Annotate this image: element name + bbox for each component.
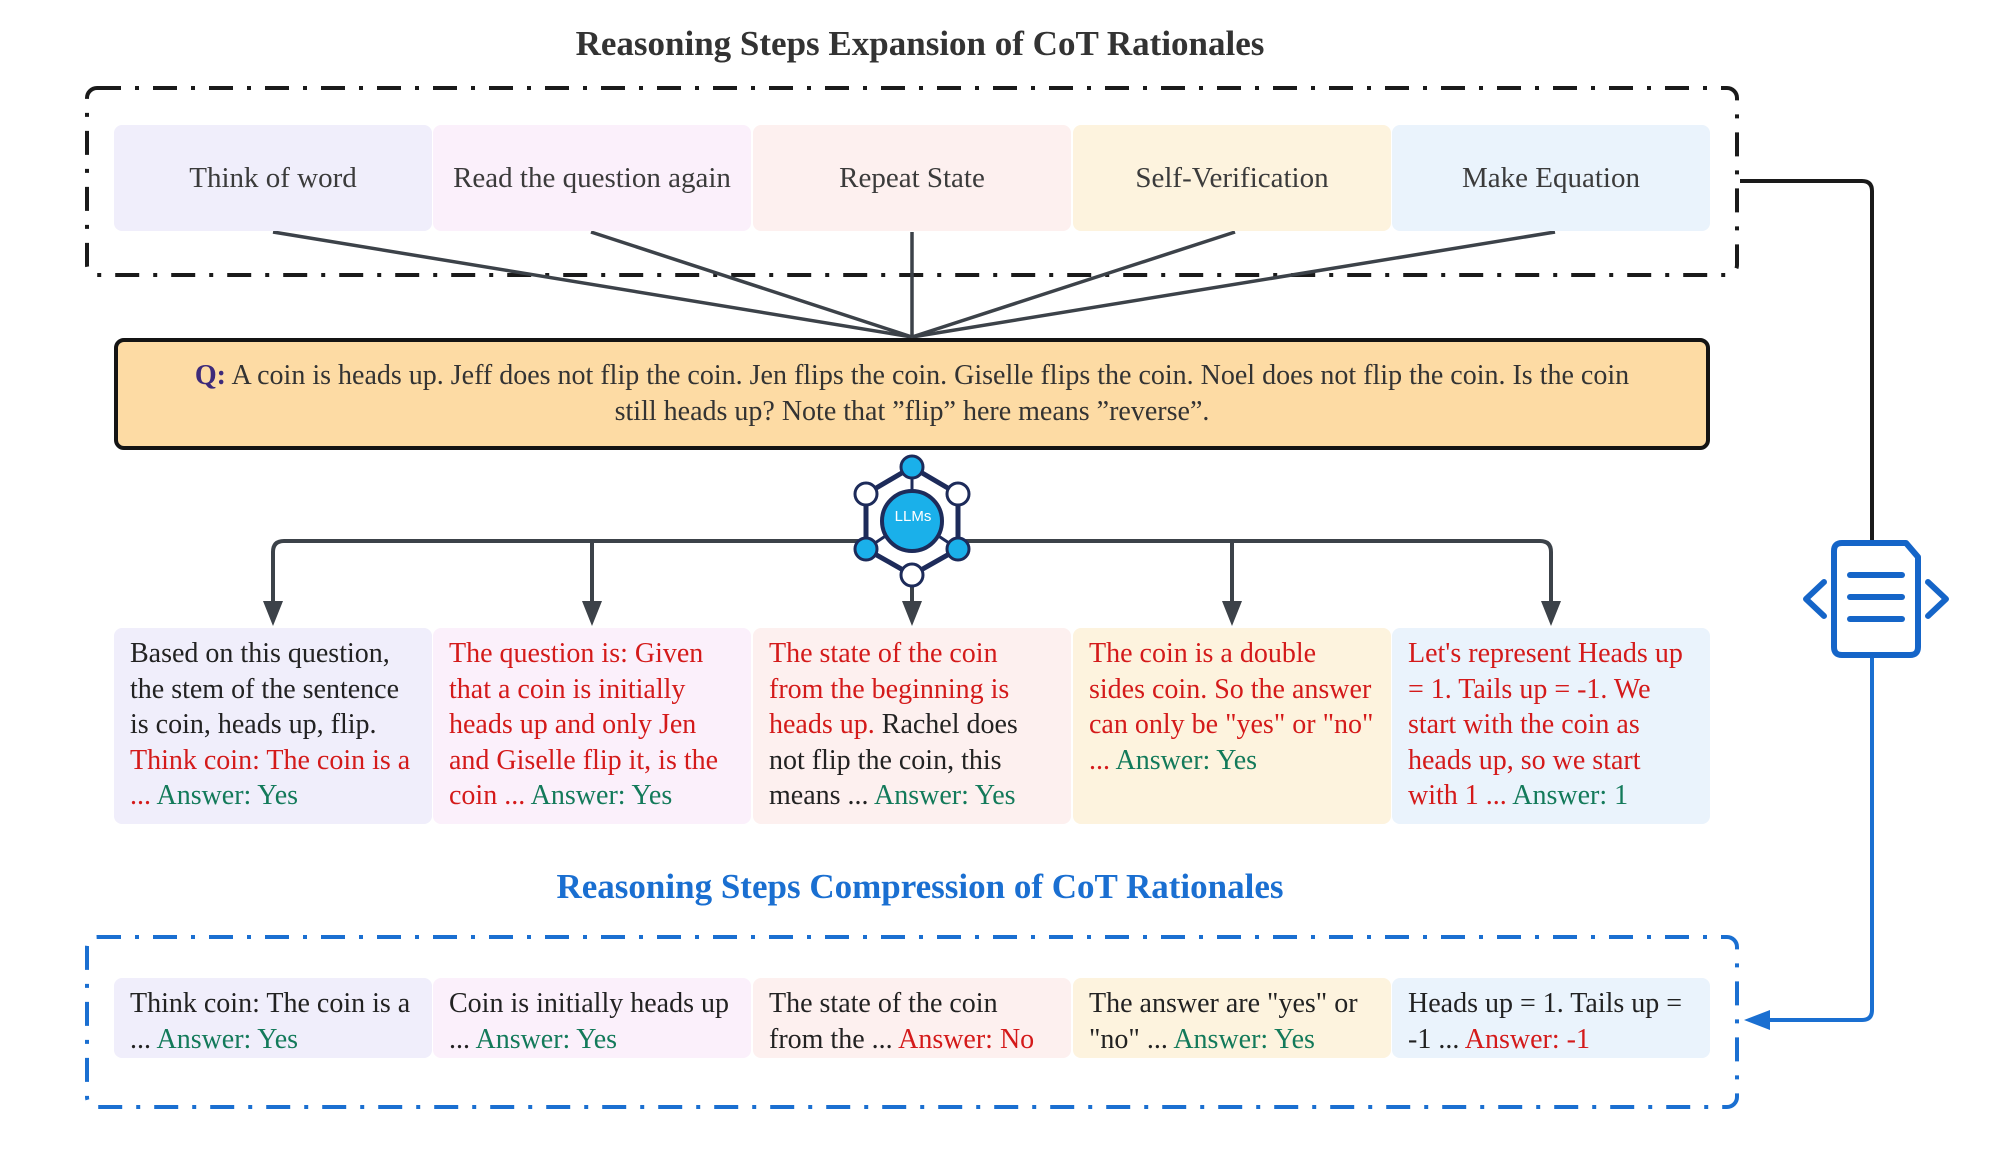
- rationale-text: Coin is initially heads up ...: [449, 988, 729, 1055]
- strategy-label: Think of word: [189, 161, 357, 194]
- compressed-rationale-make-equation: Heads up = 1. Tails up = -1 ... Answer: …: [1392, 978, 1710, 1058]
- rationale-text: The state of the coin from the ...: [769, 988, 998, 1055]
- strategy-read-question-again: Read the question again: [433, 125, 751, 231]
- answer-text: Answer: Yes: [874, 780, 1016, 811]
- answer-text: Answer: Yes: [1173, 1023, 1315, 1055]
- expanded-rationale-repeat-state: The state of the coin from the beginning…: [753, 628, 1071, 824]
- answer-text: Answer: No: [898, 1023, 1035, 1055]
- llm-network-icon: [853, 454, 971, 588]
- expansion-title: Reasoning Steps Expansion of CoT Rationa…: [575, 24, 1265, 63]
- expanded-rationale-read-question: The question is: Given that a coin is in…: [433, 628, 751, 824]
- answer-text: Answer: Yes: [475, 1023, 618, 1055]
- answer-text: Answer: 1: [1512, 780, 1629, 811]
- question-label: Q:: [194, 360, 226, 391]
- answer-text: Answer: Yes: [530, 780, 673, 811]
- rationale-text: The answer are "yes" or "no" ...: [1089, 988, 1358, 1055]
- compression-title: Reasoning Steps Compression of CoT Ratio…: [556, 867, 1284, 906]
- answer-text: Answer: -1: [1464, 1023, 1590, 1055]
- compressed-rationale-repeat-state: The state of the coin from the ... Answe…: [753, 978, 1071, 1058]
- compressed-rationale-self-verification: The answer are "yes" or "no" ... Answer:…: [1073, 978, 1391, 1058]
- right-connector-arrowhead: [1744, 1010, 1770, 1030]
- compressed-rationale-think-of-word: Think coin: The coin is a ... Answer: Ye…: [114, 978, 432, 1058]
- answer-text: Answer: Yes: [156, 780, 299, 811]
- rationale-text: The question is: Given that a coin is in…: [449, 638, 719, 811]
- answer-text: Answer: Yes: [156, 1023, 299, 1055]
- strategy-make-equation: Make Equation: [1392, 125, 1710, 231]
- rationale-text: The state of the coin from the beginning…: [769, 638, 1010, 740]
- rationale-text: Think coin: The coin is a ...: [130, 744, 411, 812]
- rationale-text: The coin is a double sides coin. So the …: [1089, 638, 1374, 776]
- right-connector-bottom: [1762, 655, 1874, 1022]
- rationale-text: Based on this question, the stem of the …: [130, 638, 400, 740]
- rationale-text: Rachel does not flip the coin, this mean…: [769, 709, 1018, 811]
- question-text: A coin is heads up. Jeff does not flip t…: [231, 360, 1630, 427]
- right-connector-top: [1740, 179, 1874, 540]
- rationale-text: Think coin: The coin is a ...: [130, 988, 411, 1055]
- expanded-rationale-think-of-word: Based on this question, the stem of the …: [114, 628, 432, 824]
- compress-document-icon: [1803, 540, 1949, 658]
- compression-frame: [85, 935, 1739, 1109]
- expanded-rationale-self-verification: The coin is a double sides coin. So the …: [1073, 628, 1391, 824]
- question-box: Q: A coin is heads up. Jeff does not fli…: [114, 338, 1710, 450]
- strategy-label: Self-Verification: [1135, 161, 1329, 194]
- compressed-rationale-read-question: Coin is initially heads up ... Answer: Y…: [433, 978, 751, 1058]
- strategy-label: Make Equation: [1462, 161, 1640, 194]
- strategy-repeat-state: Repeat State: [753, 125, 1071, 231]
- rationale-text: Heads up = 1. Tails up = -1 ...: [1408, 988, 1683, 1055]
- llm-label: LLMs: [894, 508, 932, 525]
- rationale-text: Let's represent Heads up = 1. Tails up =…: [1408, 638, 1683, 811]
- strategy-self-verification: Self-Verification: [1073, 125, 1391, 231]
- strategy-think-of-word: Think of word: [114, 125, 432, 231]
- strategy-label: Repeat State: [839, 161, 985, 194]
- strategy-label: Read the question again: [453, 161, 731, 194]
- expanded-rationale-make-equation: Let's represent Heads up = 1. Tails up =…: [1392, 628, 1710, 824]
- branch-arrowheads: [263, 601, 1561, 626]
- answer-text: Answer: Yes: [1115, 744, 1258, 776]
- converge-lines: [272, 230, 1556, 339]
